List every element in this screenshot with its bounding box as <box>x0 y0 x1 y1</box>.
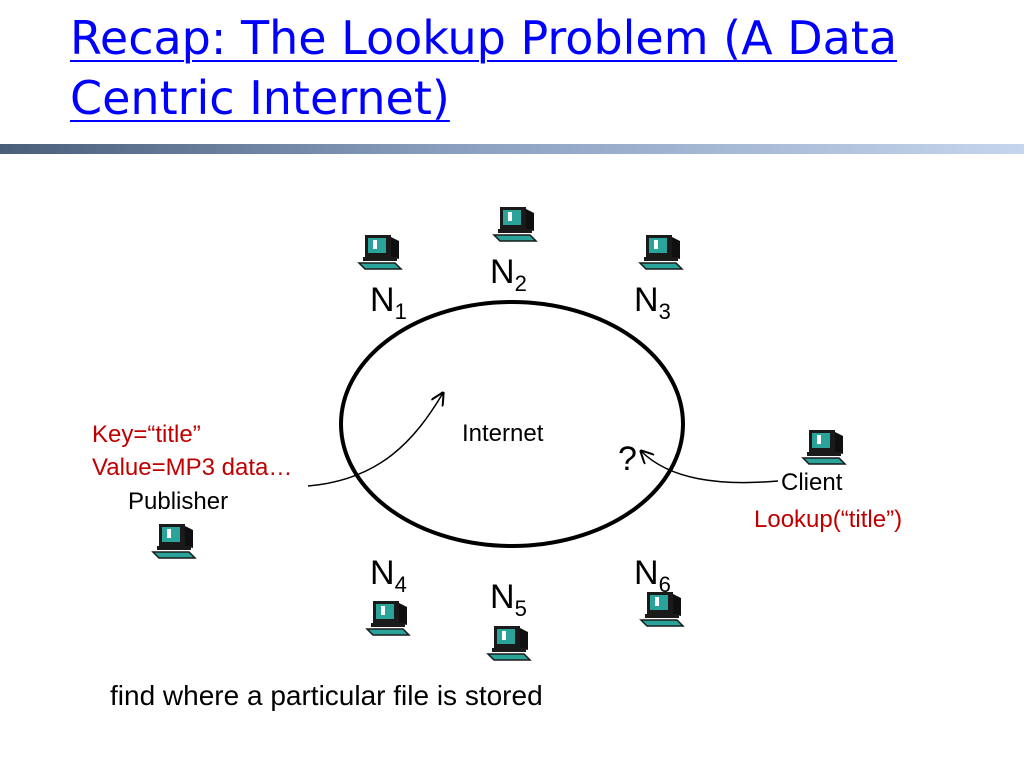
node-label-n4: N4 <box>370 554 407 597</box>
publisher-value-text: Value=MP3 data… <box>92 454 293 481</box>
client-arrow <box>641 451 779 484</box>
internet-label: Internet <box>462 420 544 447</box>
client-lookup-text: Lookup(“title”) <box>754 506 903 533</box>
node-label-n2: N2 <box>490 253 527 296</box>
slide-title: Recap: The Lookup Problem (A Data Centri… <box>70 11 898 125</box>
slide-caption: find where a particular file is stored <box>110 680 543 711</box>
computer-icon <box>640 591 684 627</box>
computer-icon <box>366 600 410 636</box>
computer-icon <box>358 234 402 270</box>
internet-cloud <box>339 300 685 548</box>
node-label-n1: N1 <box>370 281 407 324</box>
query-mark: ? <box>618 440 637 478</box>
computer-icon <box>639 234 683 270</box>
node-label-n6: N6 <box>634 554 671 597</box>
publisher-arrow <box>307 393 443 487</box>
node-label-n5: N5 <box>490 578 527 621</box>
client-label: Client <box>781 469 843 496</box>
computer-icon <box>493 206 537 242</box>
title-divider <box>0 144 1024 154</box>
computer-icon <box>152 523 196 559</box>
publisher-key-text: Key=“title” <box>92 421 201 448</box>
computer-icon <box>802 429 846 465</box>
node-label-n3: N3 <box>634 281 671 324</box>
publisher-label: Publisher <box>128 488 229 515</box>
computer-icon <box>487 625 531 661</box>
